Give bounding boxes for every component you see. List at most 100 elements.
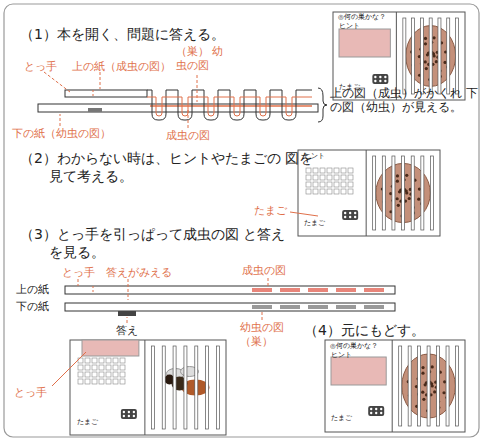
hint-grid-cell bbox=[348, 168, 353, 173]
adult-figure-segment bbox=[308, 288, 328, 292]
hint-grid-cell bbox=[341, 189, 346, 194]
pull-slat bbox=[418, 346, 421, 426]
pull-slat bbox=[456, 346, 459, 426]
hint-grid-cell bbox=[106, 358, 111, 363]
thumb-text: ヒント bbox=[331, 351, 352, 359]
hint-grid-cell bbox=[120, 365, 125, 370]
hint-grid-cell bbox=[92, 358, 97, 363]
leader-line bbox=[127, 317, 128, 323]
nest-cell bbox=[422, 398, 425, 401]
adult-figure-line bbox=[150, 105, 312, 107]
thumb-text: ◎何の巣かな？ bbox=[330, 342, 378, 350]
hint-grid-cell bbox=[113, 372, 118, 377]
book-spine bbox=[366, 150, 367, 236]
part-label: とっ手 bbox=[62, 266, 95, 280]
hint-grid-cell bbox=[334, 175, 339, 180]
egg-dot bbox=[133, 411, 135, 413]
hint-grid-cell bbox=[99, 365, 104, 370]
egg-dot bbox=[133, 415, 135, 417]
pull-slat bbox=[392, 156, 395, 230]
upper-paper bbox=[65, 90, 147, 97]
egg-dot bbox=[380, 408, 382, 410]
brace bbox=[318, 88, 327, 122]
leader-line bbox=[52, 352, 86, 386]
egg-dot bbox=[354, 216, 356, 218]
hint-grid-cell bbox=[78, 372, 83, 377]
part-label: 成虫の図 bbox=[242, 264, 286, 278]
egg-dot bbox=[344, 216, 346, 218]
egg-icon bbox=[372, 74, 388, 84]
hint-grid-cell bbox=[313, 182, 318, 187]
thumb-text: たまご bbox=[304, 219, 325, 227]
egg-dot bbox=[128, 415, 130, 417]
nest-cell bbox=[424, 37, 427, 40]
leader-line bbox=[44, 72, 70, 92]
hint-grid-cell bbox=[341, 175, 346, 180]
pulled-tab bbox=[82, 340, 139, 356]
nest-cell bbox=[396, 180, 399, 183]
pull-slat bbox=[427, 346, 430, 426]
nest-cell bbox=[396, 174, 399, 177]
part-label: 答えがみえる bbox=[106, 266, 172, 280]
hint-grid-cell bbox=[106, 365, 111, 370]
step-text: （2）わからない時は、ヒントやたまごの 図を見て考える。 bbox=[20, 150, 323, 185]
hint-grid-cell bbox=[99, 358, 104, 363]
part-label: 幼虫の図 （巣） bbox=[240, 321, 300, 349]
egg-dot bbox=[123, 411, 125, 413]
larva-figure-segment bbox=[336, 305, 356, 309]
pull-slat bbox=[162, 346, 165, 429]
nest-cell bbox=[433, 390, 436, 393]
part-label: とっ手 bbox=[14, 386, 47, 400]
egg-dot bbox=[374, 76, 376, 78]
nest-cell bbox=[397, 204, 400, 207]
pull-slat bbox=[429, 18, 432, 94]
nest-cell bbox=[431, 365, 434, 368]
thumb-text: ◎何の巣かな？ bbox=[338, 13, 386, 21]
hint-grid-cell bbox=[341, 168, 346, 173]
nest-cell bbox=[424, 60, 427, 63]
step-text: （4）元にもどす。 bbox=[304, 322, 425, 340]
nest-cell bbox=[417, 198, 420, 201]
hint-grid-cell bbox=[92, 365, 97, 370]
book-thumbnail bbox=[325, 340, 465, 432]
hint-grid-cell bbox=[334, 189, 339, 194]
larva-figure-segment bbox=[280, 305, 300, 309]
nest-cell bbox=[424, 383, 427, 386]
hint-grid-cell bbox=[113, 379, 118, 384]
pull-slat bbox=[412, 18, 415, 94]
hint-grid-cell bbox=[306, 175, 311, 180]
book-outline bbox=[298, 150, 440, 236]
adult-figure-segment bbox=[280, 288, 300, 292]
egg-dot bbox=[379, 80, 381, 82]
hint-grid-cell bbox=[320, 182, 325, 187]
pull-slat bbox=[447, 18, 450, 94]
pull-slat bbox=[151, 346, 154, 429]
hint-grid-cell bbox=[106, 379, 111, 384]
hint-grid-cell bbox=[320, 189, 325, 194]
pull-slat bbox=[446, 346, 449, 426]
paper-section-3 bbox=[65, 278, 395, 323]
step-text: （1）本を開く、問題に答える。 bbox=[20, 26, 225, 44]
egg-dot bbox=[370, 412, 372, 414]
hint-grid-cell bbox=[327, 175, 332, 180]
egg-dot bbox=[375, 412, 377, 414]
leader-line bbox=[188, 110, 189, 128]
frame bbox=[4, 4, 479, 437]
pull-slat bbox=[402, 156, 405, 230]
nest-cell bbox=[424, 42, 427, 45]
larva-figure-segment bbox=[252, 305, 272, 309]
nest-cell bbox=[418, 188, 421, 191]
hint-grid-cell bbox=[85, 365, 90, 370]
pull-slat bbox=[420, 18, 423, 94]
nest-cell bbox=[421, 372, 424, 375]
part-label: 上の紙 bbox=[16, 283, 49, 297]
larva-figure-segment bbox=[308, 305, 328, 309]
nest-cell bbox=[405, 174, 408, 177]
hint-grid-cell bbox=[120, 358, 125, 363]
adult-figure-segment bbox=[252, 288, 272, 292]
adult-figure-segment bbox=[364, 288, 384, 292]
larva-figure-segment bbox=[364, 305, 384, 309]
pull-slat bbox=[431, 156, 434, 230]
hint-grid-cell bbox=[85, 379, 90, 384]
